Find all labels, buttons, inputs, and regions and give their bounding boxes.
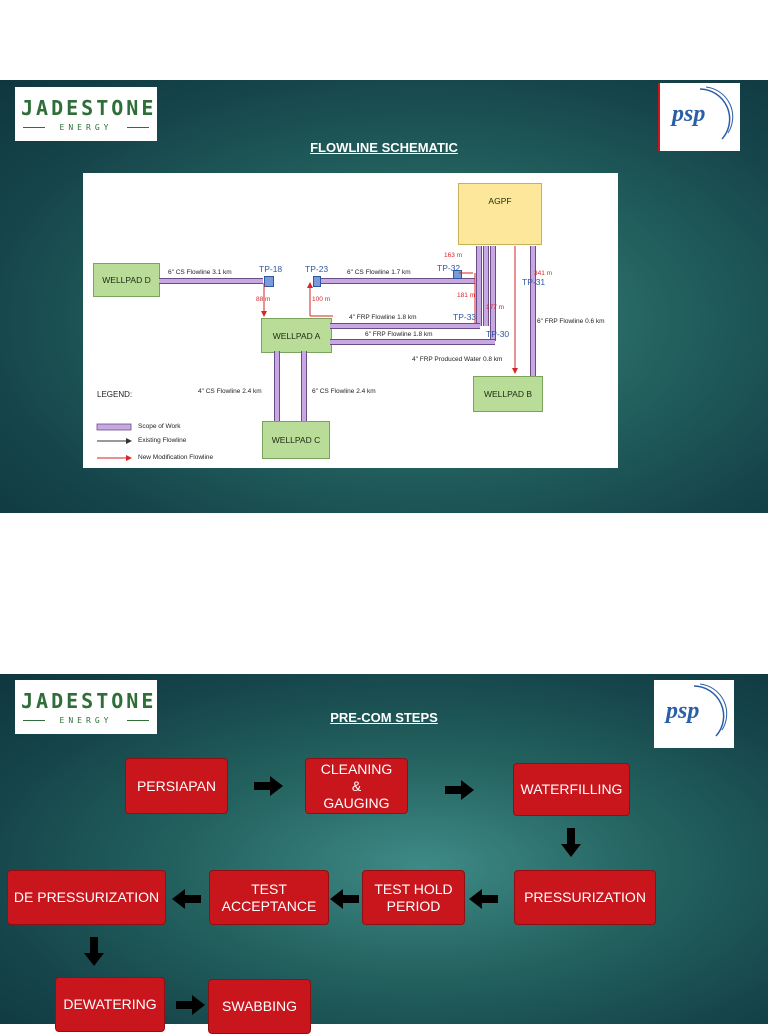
legend-scope-of-work: Scope of Work xyxy=(138,423,181,430)
step-dewatering: DEWATERING xyxy=(55,977,165,1032)
node-wellpad-c: WELLPAD C xyxy=(262,421,330,459)
arrow-down-icon xyxy=(84,937,104,966)
node-wellpad-a: WELLPAD A xyxy=(261,318,332,353)
tp23-label: TP-23 xyxy=(305,264,329,274)
tp32-connector xyxy=(453,270,462,279)
produced-water-label: 4" FRP Produced Water 0.8 km xyxy=(412,356,503,363)
flowline-c-cs4-label: 4" CS Flowline 2.4 km xyxy=(198,388,262,395)
step-test-acceptance: TEST ACCEPTANCE xyxy=(209,870,329,925)
arrow-left-icon xyxy=(469,889,498,909)
flowline-a-frp6-label: 6" FRP Flowline 1.8 km xyxy=(365,331,433,338)
flowline-schematic-diagram: WELLPAD D AGPF WELLPAD A WELLPAD B WELLP… xyxy=(83,173,618,468)
pipe-c-cs6 xyxy=(301,351,307,421)
tp30-label: TP-30 xyxy=(486,329,510,339)
distance-100m: 100 m xyxy=(312,296,331,303)
step-test-hold-period: TEST HOLD PERIOD xyxy=(362,870,465,925)
distance-177m: 177 m xyxy=(486,304,505,311)
distance-163m: 163 m xyxy=(444,252,463,259)
flowline-d-tp18-label: 6" CS Flowline 3.1 km xyxy=(168,269,232,276)
slide-precom-steps: JADESTONE ENERGY psp PRE-COM STEPS PERSI… xyxy=(0,674,768,1034)
pipe-agpf-down-3 xyxy=(490,246,496,341)
slide-title: PRE-COM STEPS xyxy=(330,710,438,725)
node-agpf: AGPF xyxy=(458,183,542,245)
step-waterfilling: WATERFILLING xyxy=(513,763,630,816)
jadestone-logo-sub: ENERGY xyxy=(59,123,113,132)
distance-341m: 341 m xyxy=(534,270,553,277)
tp18-connector xyxy=(264,276,274,287)
flowline-b-frp6-label: 6" FRP Flowline 0.6 km xyxy=(537,318,605,325)
logo-rule xyxy=(127,127,149,128)
pipe-c-cs4 xyxy=(274,351,280,421)
jadestone-logo: JADESTONE ENERGY xyxy=(15,87,157,141)
psp-logo: psp xyxy=(654,680,734,748)
psp-swoosh-icon xyxy=(693,683,728,737)
psp-swoosh-icon xyxy=(699,86,734,140)
arrow-right-icon xyxy=(176,995,205,1015)
arrow-right-icon xyxy=(445,780,474,800)
distance-181m: 181 m xyxy=(457,292,476,299)
logo-rule xyxy=(23,127,45,128)
pipe-d-tp18 xyxy=(159,278,263,284)
tp23-connector xyxy=(313,276,321,287)
tp18-label: TP-18 xyxy=(259,264,283,274)
tp31-label: TP-31 xyxy=(522,277,546,287)
flowline-a-frp4-label: 4" FRP Flowline 1.8 km xyxy=(349,314,417,321)
arrow-down-icon xyxy=(561,828,581,857)
pipe-tp23-tp32 xyxy=(320,278,475,284)
step-cleaning-gauging: CLEANING & GAUGING xyxy=(305,758,408,814)
tp33-label: TP-33 xyxy=(453,312,477,322)
pipe-a-frp6 xyxy=(330,339,495,345)
logo-rule xyxy=(23,720,45,721)
psp-logo-word: psp xyxy=(672,101,706,127)
legend-new-modification: New Modification Flowline xyxy=(138,454,214,461)
pipe-agpf-down-2 xyxy=(483,246,489,326)
arrow-left-icon xyxy=(172,889,201,909)
jadestone-logo-word: JADESTONE xyxy=(21,96,157,120)
pipe-agpf-down-1 xyxy=(476,246,482,326)
slide-title: FLOWLINE SCHEMATIC xyxy=(310,140,458,155)
new-modification-lines xyxy=(96,246,518,461)
psp-logo: psp xyxy=(658,83,740,151)
node-wellpad-b: WELLPAD B xyxy=(473,376,543,412)
flowline-c-cs6-label: 6" CS Flowline 2.4 km xyxy=(312,388,376,395)
logo-rule xyxy=(127,720,149,721)
pipe-a-frp4 xyxy=(330,323,480,329)
step-de-pressurization: DE PRESSURIZATION xyxy=(7,870,166,925)
step-persiapan: PERSIAPAN xyxy=(125,758,228,814)
jadestone-logo: JADESTONE ENERGY xyxy=(15,680,157,734)
distance-88m: 88 m xyxy=(256,296,271,303)
tp32-label: TP-32 xyxy=(437,263,461,273)
slide-flowline-schematic: JADESTONE ENERGY psp FLOWLINE SCHEMATIC … xyxy=(0,80,768,513)
arrow-right-icon xyxy=(254,776,283,796)
legend-title: LEGEND: xyxy=(97,390,133,399)
flowline-tp23-tp32-label: 6" CS Flowline 1.7 km xyxy=(347,269,411,276)
step-swabbing: SWABBING xyxy=(208,979,311,1034)
jadestone-logo-word: JADESTONE xyxy=(21,689,157,713)
jadestone-logo-sub: ENERGY xyxy=(59,716,113,725)
arrow-left-icon xyxy=(330,889,359,909)
psp-logo-word: psp xyxy=(666,698,700,724)
pipe-agpf-b xyxy=(530,246,536,376)
step-pressurization: PRESSURIZATION xyxy=(514,870,656,925)
legend-existing-flowline: Existing Flowline xyxy=(138,437,187,444)
